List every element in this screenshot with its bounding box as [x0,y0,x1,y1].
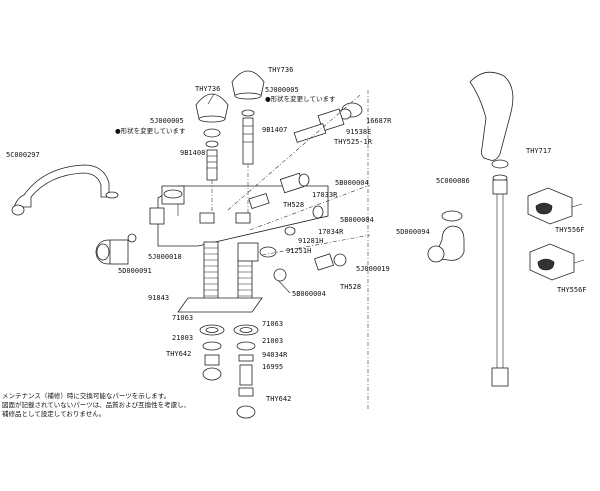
label-91281h: 91281H [298,237,323,245]
label-thy556f-b: THY556F [557,286,587,294]
note-shape-changed-left: ●形状を変更しています [115,126,186,135]
side-nut-left [95,233,137,265]
label-5j000019: 5J000019 [356,265,390,273]
label-thy736-right: THY736 [268,66,293,74]
handle-right [231,70,265,165]
label-9b1407: 9B1407 [262,126,287,134]
hook-upper [527,187,583,225]
label-5c000086: 5C000086 [436,177,470,185]
label-5c000297: 5C000297 [6,151,40,159]
handle-left [195,93,229,181]
label-thy736-left: THY736 [195,85,220,93]
shower-hose [491,179,509,387]
base-plate [177,297,263,313]
label-thy642-right: THY642 [266,395,291,403]
footnote-line-2: 図面が記載されていないパーツは、品質および互換性を考慮し、 [2,400,190,409]
label-thy717: THY717 [526,147,551,155]
shower-head [469,71,514,182]
label-5j000018: 5J000018 [148,253,182,261]
threaded-shanks [203,241,277,311]
label-5j000005-left: 5J000005 [150,117,184,125]
label-71063-left: 71063 [172,314,193,322]
label-91251h: 91251H [286,247,311,255]
label-71063-right: 71063 [262,320,283,328]
label-5d000094: 5D000094 [396,228,430,236]
label-9b1408: 9B1408 [180,149,205,157]
label-94034r: 94034R [262,351,288,359]
footnote-line-3: 補修品として設定しておりません。 [2,409,105,418]
cap-5b000004 [273,268,287,282]
label-thy642-left: THY642 [166,350,191,358]
label-21003-left: 21003 [172,334,193,342]
mount-stack-right [233,324,259,419]
label-5b000004-c: 5B000004 [292,290,326,298]
label-16995: 16995 [262,363,283,371]
footnote-line-1: メンテナンス（補修）時に交換可能なパーツを示します。 [2,391,170,400]
hook-lower [529,243,585,281]
label-17033r: 17033R [312,191,338,199]
note-shape-changed-right: ●形状を変更しています [265,94,336,103]
label-5d000091: 5D000091 [118,267,152,275]
label-th528-a: TH528 [283,201,304,209]
valve-body [149,185,329,247]
label-21003-right: 21003 [262,337,283,345]
valve-parts-right [248,172,347,271]
mount-stack-left [199,324,225,381]
label-th528-b: TH528 [340,283,361,291]
label-5b000004-a: 5B000004 [335,179,369,187]
label-5j000005-right: 5J000005 [265,86,299,94]
label-17034r: 17034R [318,228,344,236]
label-16687r: 16687R [366,117,392,125]
label-91843: 91843 [148,294,169,302]
label-thy525-1r: THY525-1R [334,138,373,146]
label-91538e: 91538E [346,128,371,136]
elbow-fitting [427,210,465,263]
label-thy556f-a: THY556F [555,226,585,234]
spout [11,164,119,216]
label-5b000004-b: 5B000004 [340,216,374,224]
